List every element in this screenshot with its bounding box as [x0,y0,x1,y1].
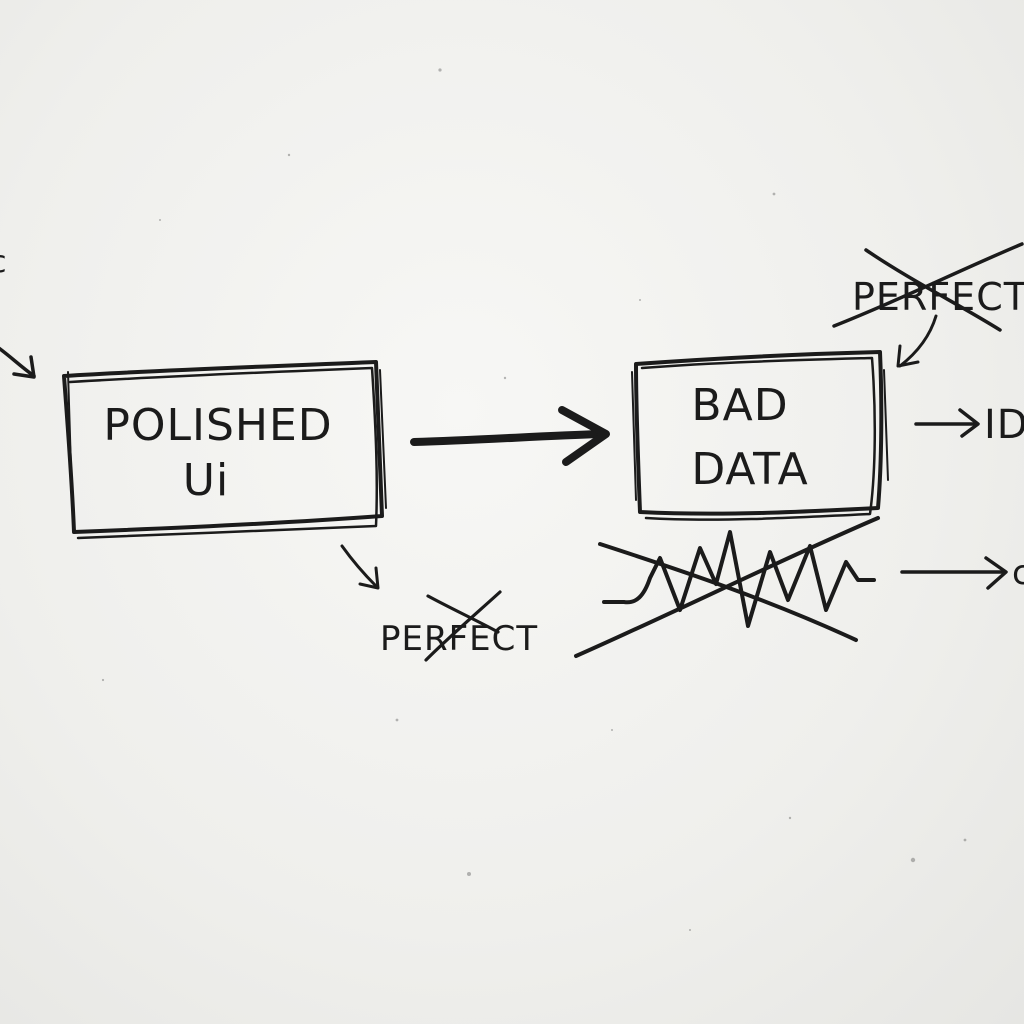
polished-ui-label-line1: POLISHED [103,400,332,451]
crossed-out-perfect-bottom: PERFECT [380,590,538,662]
bad-data-box: BAD DATA [631,350,889,521]
crossed-out-perfect-top: PERFECT [832,242,1024,332]
bad-data-label-line1: BAD [691,380,788,431]
edge-label-right-bottom: c [1012,553,1024,593]
arrow-into-polished-ui [0,346,36,379]
polished-ui-box: POLISHED Ui [62,360,387,540]
main-arrow [410,406,610,466]
arrow-from-top-perfect [896,314,938,368]
arrow-to-perfect-bottom [340,544,380,590]
edge-label-left: c [0,245,8,280]
bad-data-label-line2: DATA [691,444,808,495]
perfect-label-bottom: PERFECT [380,619,538,659]
polished-ui-label-line2: Ui [183,455,229,506]
arrow-to-right-edge-bottom [900,556,1008,590]
arrow-to-id [914,408,980,438]
whiteboard-specks [101,68,967,931]
edge-label-right-top: ID [984,402,1024,448]
crossed-out-zigzag-line [574,516,880,658]
